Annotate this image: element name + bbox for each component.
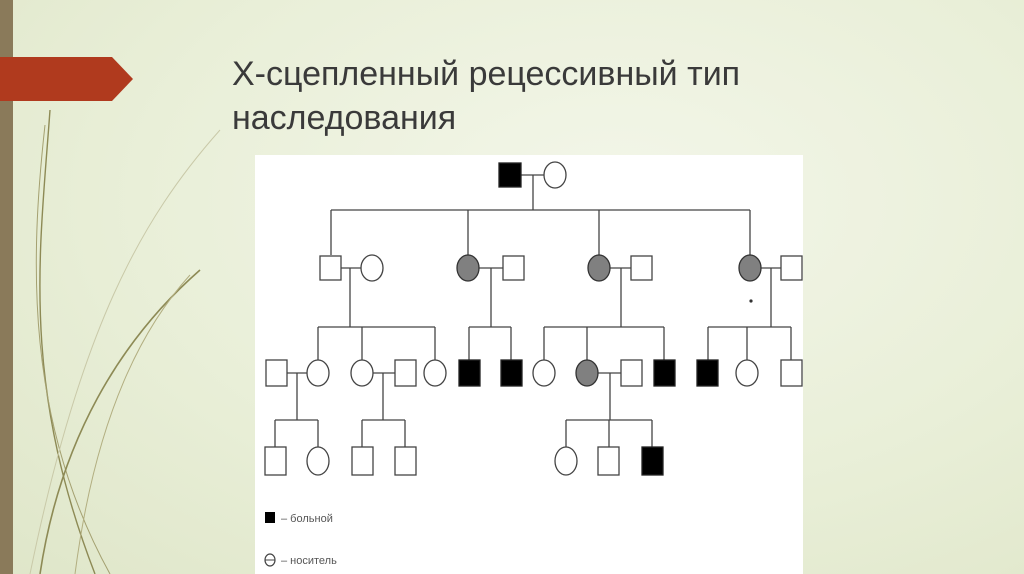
carrier-female-symbol (588, 255, 610, 281)
female-symbol (361, 255, 383, 281)
male-symbol (352, 447, 373, 475)
affected-male-symbol (697, 360, 718, 386)
female-symbol (555, 447, 577, 475)
carrier-female-symbol (457, 255, 479, 281)
carrier-female-symbol (576, 360, 598, 386)
male-symbol (395, 447, 416, 475)
pedigree-chart: – больной – носитель (255, 155, 803, 574)
female-symbol (307, 360, 329, 386)
female-symbol (424, 360, 446, 386)
male-symbol (265, 447, 286, 475)
legend-carrier-label: – носитель (281, 555, 337, 567)
legend-affected-icon (265, 512, 275, 523)
male-symbol (781, 360, 802, 386)
female-symbol (351, 360, 373, 386)
affected-male-symbol (501, 360, 522, 386)
affected-male-symbol (642, 447, 663, 475)
male-symbol (781, 256, 802, 280)
pedigree-panel: – больной – носитель (255, 155, 803, 574)
female-symbol (736, 360, 758, 386)
pedigree-lines (275, 175, 791, 447)
female-symbol (544, 162, 566, 188)
female-symbol (533, 360, 555, 386)
accent-arrow (0, 57, 133, 101)
carrier-female-symbol (739, 255, 761, 281)
male-symbol (598, 447, 619, 475)
male-symbol (395, 360, 416, 386)
title-line-1: X-сцепленный рецессивный тип (232, 52, 932, 96)
female-symbol (307, 447, 329, 475)
legend-affected-label: – больной (281, 513, 333, 525)
affected-male-symbol (459, 360, 480, 386)
male-symbol (266, 360, 287, 386)
male-symbol (621, 360, 642, 386)
male-symbol (631, 256, 652, 280)
affected-male-symbol (499, 163, 521, 187)
slide-title: X-сцепленный рецессивный тип наследовани… (232, 52, 932, 140)
affected-male-symbol (654, 360, 675, 386)
title-line-2: наследования (232, 96, 932, 140)
male-symbol (503, 256, 524, 280)
male-symbol (320, 256, 341, 280)
dot-mark (749, 299, 752, 302)
